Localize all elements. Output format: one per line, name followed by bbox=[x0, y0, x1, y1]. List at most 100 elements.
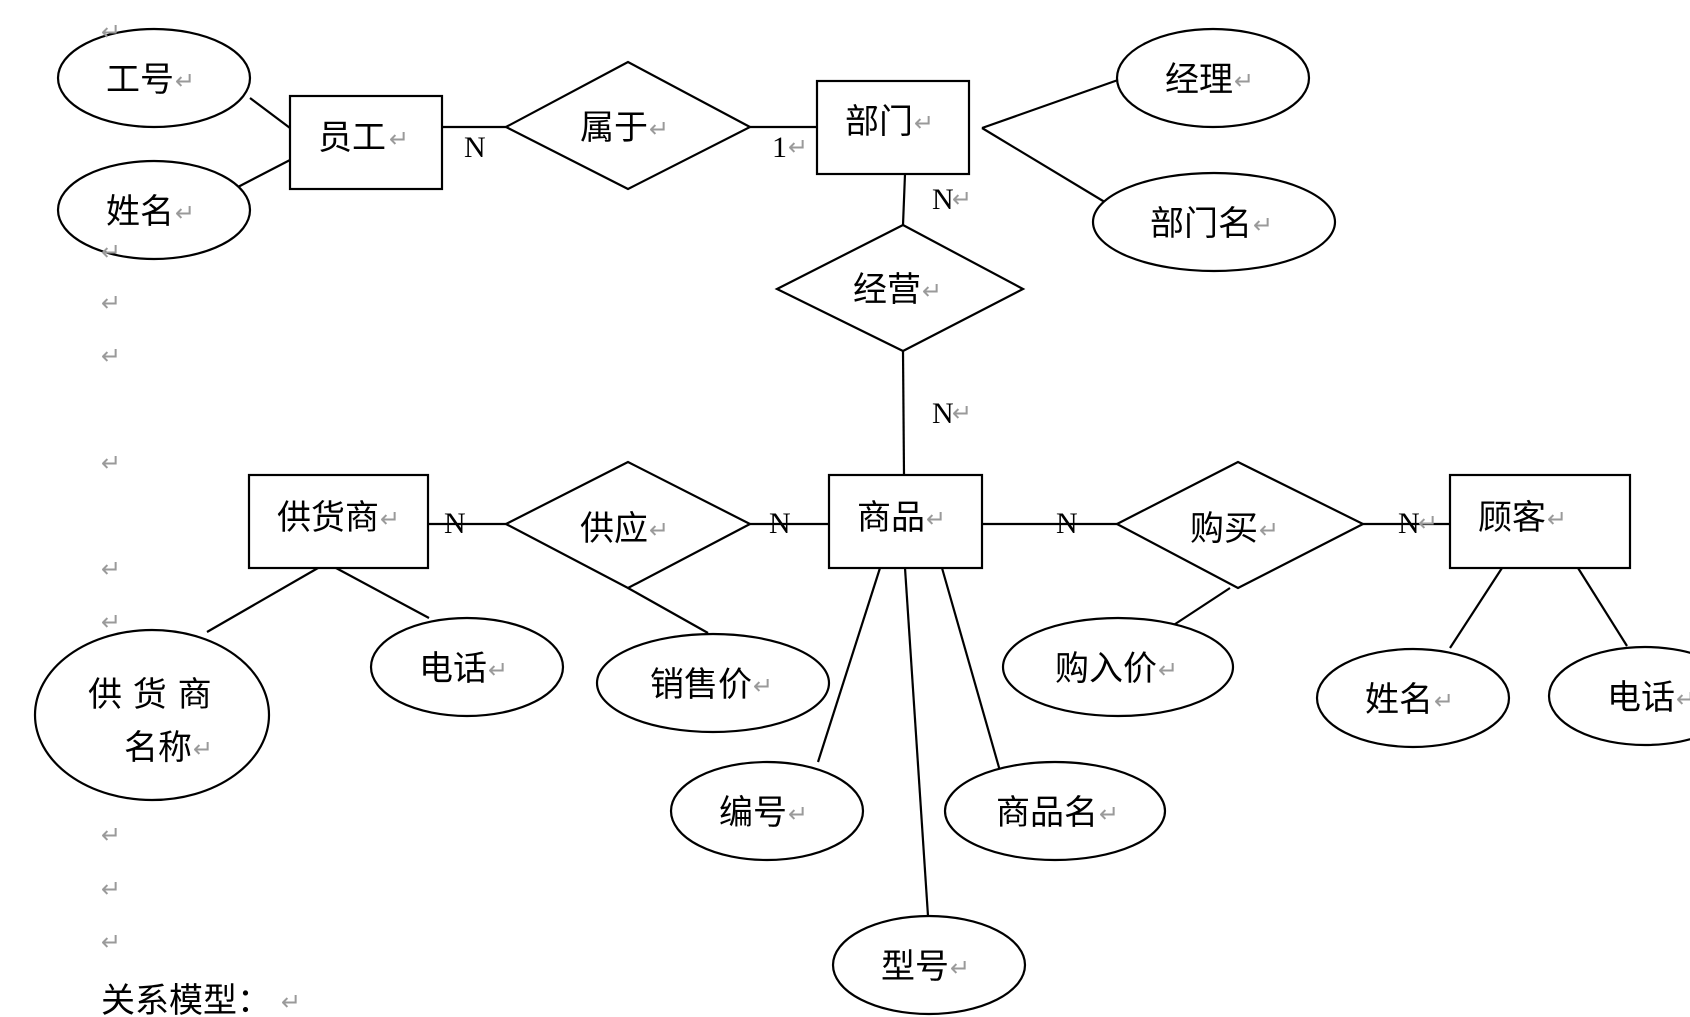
paragraph-mark: ↵ bbox=[1253, 211, 1273, 239]
line-supplies-saleprice bbox=[627, 587, 709, 634]
entity-supplier: 供货商 ↵ bbox=[247, 473, 430, 570]
entity-supplier-label: 供货商 bbox=[277, 498, 379, 538]
relationship-belongs-label: 属于 bbox=[580, 108, 648, 148]
paragraph-mark: ↵ bbox=[950, 954, 970, 982]
attribute-product-name-label: 商品名 bbox=[996, 793, 1098, 833]
attribute-dept-name: 部门名 ↵ bbox=[1091, 171, 1337, 273]
relationship-belongs: 属于 ↵ bbox=[503, 60, 753, 191]
cardinality-product-operates: N bbox=[932, 397, 954, 430]
paragraph-mark: ↵ bbox=[101, 342, 121, 370]
paragraph-mark: ↵ bbox=[101, 449, 121, 477]
paragraph-mark: ↵ bbox=[914, 109, 934, 137]
entity-employee: 员工 ↵ bbox=[288, 94, 444, 191]
attribute-emp-name: 姓名 ↵ bbox=[56, 159, 252, 261]
cardinality-department-belongs: 1 bbox=[772, 131, 787, 164]
paragraph-mark: ↵ bbox=[175, 199, 195, 227]
cardinality-department-operates: N bbox=[932, 183, 954, 216]
attribute-product-no: 编号 ↵ bbox=[669, 760, 865, 862]
paragraph-mark: ↵ bbox=[1434, 687, 1454, 715]
cardinality-product-supplies: N bbox=[769, 507, 791, 540]
attribute-manager: 经理 ↵ bbox=[1115, 27, 1311, 129]
cardinality-supplier-supplies: N bbox=[444, 507, 466, 540]
relationship-operates-label: 经营 bbox=[853, 270, 921, 310]
paragraph-mark: ↵ bbox=[101, 821, 121, 849]
line-empid-employee bbox=[249, 97, 291, 129]
attribute-supplier-name-line2: 名称 bbox=[124, 728, 192, 768]
paragraph-mark: ↵ bbox=[788, 133, 808, 161]
attribute-supplier-phone-label: 电话 bbox=[419, 649, 487, 689]
paragraph-mark: ↵ bbox=[281, 988, 301, 1016]
attribute-purchase-price-label: 购入价 bbox=[1055, 649, 1157, 689]
line-department-operates bbox=[901, 173, 907, 226]
attribute-customer-phone-label: 电话 bbox=[1607, 678, 1675, 718]
paragraph-mark: ↵ bbox=[101, 875, 121, 903]
line-empname-employee bbox=[235, 159, 291, 189]
attribute-product-name: 商品名 ↵ bbox=[943, 760, 1167, 862]
empty-paragraph-marks: ↵ ↵ ↵ ↵ ↵ ↵ ↵ ↵ ↵ ↵ bbox=[101, 18, 121, 956]
paragraph-mark: ↵ bbox=[175, 67, 195, 95]
attribute-customer-name: 姓名 ↵ bbox=[1315, 647, 1511, 749]
attribute-manager-label: 经理 bbox=[1165, 60, 1233, 100]
line-product-productno bbox=[816, 567, 882, 763]
paragraph-mark: ↵ bbox=[101, 289, 121, 317]
paragraph-mark: ↵ bbox=[193, 735, 213, 763]
entity-product: 商品 ↵ bbox=[827, 473, 984, 570]
paragraph-mark: ↵ bbox=[922, 277, 942, 305]
entity-product-label: 商品 bbox=[857, 498, 925, 538]
relationship-purchases-label: 购买 bbox=[1190, 509, 1258, 549]
paragraph-mark: ↵ bbox=[101, 238, 121, 266]
line-department-deptname bbox=[981, 127, 1119, 211]
footer: 关系模型： ↵ bbox=[101, 981, 301, 1017]
attribute-supplier-name: 供 货 商 名称 ↵ bbox=[33, 628, 271, 802]
entity-department-label: 部门 bbox=[845, 102, 913, 142]
paragraph-mark: ↵ bbox=[788, 800, 808, 828]
line-product-productname bbox=[940, 567, 1004, 779]
paragraph-mark: ↵ bbox=[101, 608, 121, 636]
paragraph-mark: ↵ bbox=[649, 516, 669, 544]
attribute-supplier-name-line1: 供 货 商 bbox=[88, 675, 212, 715]
attribute-sale-price-label: 销售价 bbox=[650, 665, 752, 705]
entity-employee-label: 员工 bbox=[318, 118, 386, 158]
paragraph-mark: ↵ bbox=[1418, 509, 1438, 537]
paragraph-mark: ↵ bbox=[952, 399, 972, 427]
line-customer-phone bbox=[1577, 567, 1628, 647]
attribute-customer-name-label: 姓名 bbox=[1365, 680, 1433, 720]
footer-heading: 关系模型： bbox=[101, 981, 271, 1017]
paragraph-mark: ↵ bbox=[1676, 685, 1690, 713]
attribute-purchase-price: 购入价 ↵ bbox=[1001, 616, 1235, 718]
paragraph-mark: ↵ bbox=[753, 672, 773, 700]
attribute-emp-id-label: 工号 bbox=[106, 60, 174, 100]
paragraph-mark: ↵ bbox=[488, 656, 508, 684]
line-customer-name bbox=[1449, 567, 1503, 649]
entity-department: 部门 ↵ bbox=[815, 79, 971, 176]
attribute-customer-phone: 电话 ↵ bbox=[1547, 645, 1690, 747]
attribute-supplier-phone: 电话 ↵ bbox=[369, 616, 565, 718]
paragraph-mark: ↵ bbox=[389, 125, 409, 153]
entity-customer: 顾客 ↵ bbox=[1448, 473, 1632, 570]
attribute-dept-name-label: 部门名 bbox=[1150, 204, 1252, 244]
paragraph-mark: ↵ bbox=[1234, 67, 1254, 95]
attribute-sale-price: 销售价 ↵ bbox=[595, 632, 831, 734]
attribute-product-no-label: 编号 bbox=[719, 793, 787, 833]
cardinality-employee-belongs: N bbox=[464, 131, 486, 164]
paragraph-mark: ↵ bbox=[380, 505, 400, 533]
paragraph-mark: ↵ bbox=[101, 555, 121, 583]
line-department-manager bbox=[981, 78, 1119, 130]
attribute-emp-name-label: 姓名 bbox=[106, 192, 174, 232]
line-operates-product bbox=[901, 350, 906, 476]
relationship-supplies-label: 供应 bbox=[580, 509, 648, 549]
relationship-operates: 经营 ↵ bbox=[774, 223, 1026, 353]
paragraph-mark: ↵ bbox=[101, 18, 121, 46]
attribute-emp-id: 工号 ↵ bbox=[56, 27, 252, 129]
line-product-model bbox=[903, 567, 930, 917]
entity-customer-label: 顾客 bbox=[1478, 498, 1546, 538]
relationship-purchases: 购买 ↵ bbox=[1114, 460, 1366, 590]
paragraph-mark: ↵ bbox=[1259, 516, 1279, 544]
paragraph-mark: ↵ bbox=[101, 928, 121, 956]
paragraph-mark: ↵ bbox=[952, 185, 972, 213]
paragraph-mark: ↵ bbox=[1547, 505, 1567, 533]
paragraph-mark: ↵ bbox=[926, 505, 946, 533]
cardinality-product-purchases: N bbox=[1056, 507, 1078, 540]
cardinality-labels: N 1 ↵ N ↵ N ↵ N N N N ↵ bbox=[444, 131, 1438, 540]
paragraph-mark: ↵ bbox=[1158, 656, 1178, 684]
